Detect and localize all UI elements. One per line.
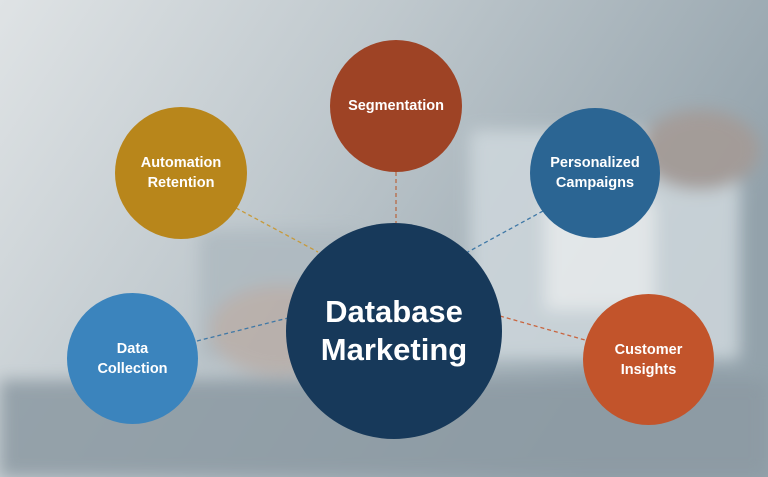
node-data-collection-label: Data Collection xyxy=(97,340,168,377)
node-customer-insights-label: Customer Insights xyxy=(614,341,683,378)
center-node-label: Database Marketing xyxy=(320,294,468,367)
connector-personalized xyxy=(465,210,544,254)
node-automation-retention: Automation Retention xyxy=(115,107,247,239)
node-segmentation: Segmentation xyxy=(330,40,462,172)
node-segmentation-label: Segmentation xyxy=(348,98,444,114)
node-personalized-campaigns-label: Personalized Campaigns xyxy=(550,155,640,191)
node-automation-retention-label: Automation Retention xyxy=(140,155,222,191)
node-customer-insights: Customer Insights xyxy=(583,294,714,425)
node-personalized-campaigns: Personalized Campaigns xyxy=(530,108,660,238)
connector-customer xyxy=(499,315,586,341)
connector-data xyxy=(196,317,289,342)
connector-automation xyxy=(235,207,319,253)
node-data-collection: Data Collection xyxy=(67,293,198,424)
center-node-database-marketing: Database Marketing xyxy=(286,223,502,439)
